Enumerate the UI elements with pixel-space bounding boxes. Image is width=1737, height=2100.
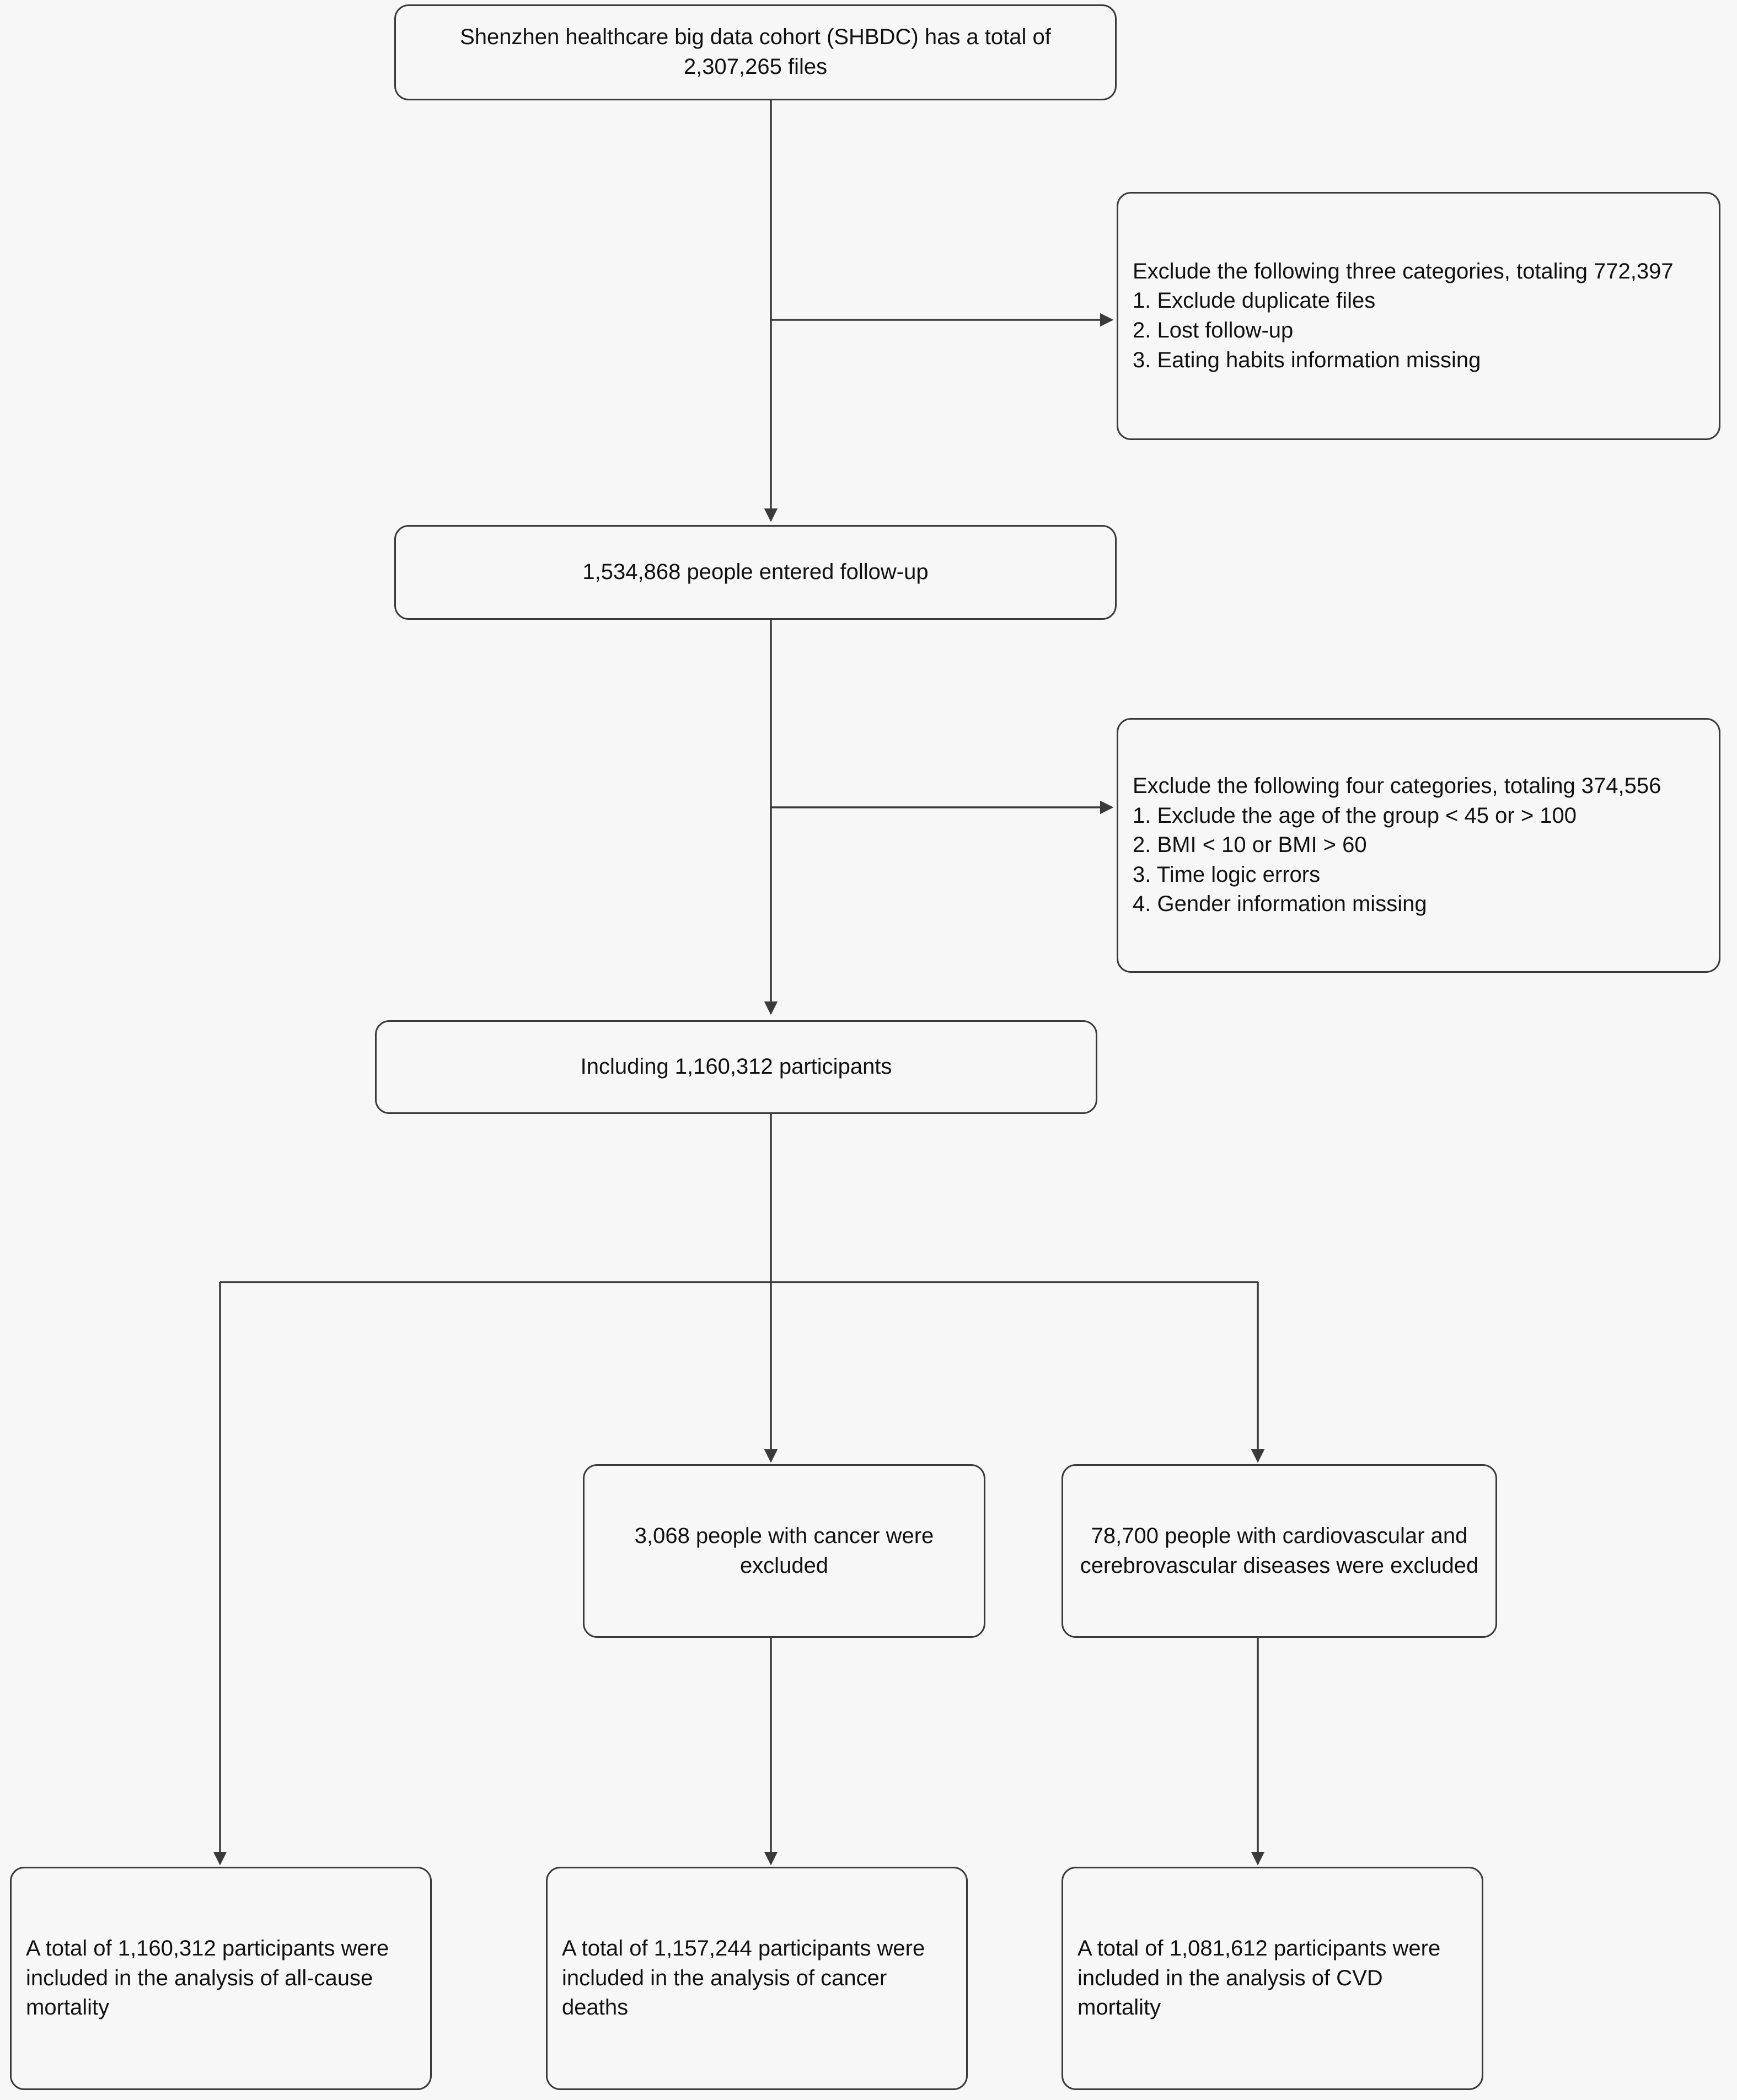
node-exclusion-2: Exclude the following four categories, t… <box>1117 718 1720 973</box>
node-included: Including 1,160,312 participants <box>375 1020 1097 1114</box>
node-cancer-excluded: 3,068 people with cancer were excluded <box>583 1464 985 1638</box>
node-final-cvd: A total of 1,081,612 participants were i… <box>1062 1867 1483 2090</box>
node-source-label: Shenzhen healthcare big data cohort (SHB… <box>460 25 1051 79</box>
node-exclusion-2-label: Exclude the following four categories, t… <box>1133 774 1661 917</box>
node-followup-label: 1,534,868 people entered follow-up <box>582 560 929 585</box>
node-final-cvd-label: A total of 1,081,612 participants were i… <box>1077 1936 1441 2020</box>
node-cancer-excluded-label: 3,068 people with cancer were excluded <box>634 1523 934 1578</box>
node-exclusion-1-label: Exclude the following three categories, … <box>1133 259 1674 372</box>
node-included-label: Including 1,160,312 participants <box>580 1054 892 1079</box>
node-exclusion-1: Exclude the following three categories, … <box>1117 192 1720 440</box>
node-final-cancer: A total of 1,157,244 participants were i… <box>546 1867 968 2090</box>
node-final-cancer-label: A total of 1,157,244 participants were i… <box>562 1936 925 2020</box>
node-source: Shenzhen healthcare big data cohort (SHB… <box>394 4 1117 100</box>
node-followup: 1,534,868 people entered follow-up <box>394 525 1117 620</box>
node-cvd-excluded: 78,700 people with cardiovascular and ce… <box>1062 1464 1497 1638</box>
node-final-allcause: A total of 1,160,312 participants were i… <box>10 1867 432 2090</box>
node-final-allcause-label: A total of 1,160,312 participants were i… <box>26 1936 389 2020</box>
node-cvd-excluded-label: 78,700 people with cardiovascular and ce… <box>1080 1523 1479 1578</box>
